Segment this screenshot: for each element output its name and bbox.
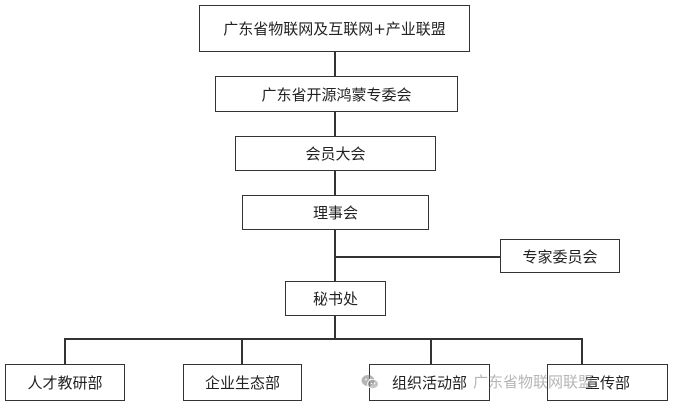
node-activities-dept: 组织活动部 bbox=[369, 364, 490, 401]
connector-drop-publicity bbox=[581, 338, 583, 364]
connector-drop-talent bbox=[64, 338, 66, 364]
connector-committee-assembly bbox=[334, 111, 336, 136]
node-expert-committee: 专家委员会 bbox=[500, 239, 620, 273]
connector-expert-branch bbox=[335, 256, 501, 258]
connector-council-secretariat bbox=[334, 229, 336, 281]
connector-secretariat-bus bbox=[334, 315, 336, 339]
connector-drop-activities bbox=[430, 338, 432, 364]
node-talent-dept: 人才教研部 bbox=[5, 364, 125, 401]
node-council: 理事会 bbox=[242, 195, 429, 230]
node-members-assembly: 会员大会 bbox=[235, 136, 436, 171]
connector-department-bus bbox=[64, 338, 583, 340]
connector-drop-ecosystem bbox=[241, 338, 243, 364]
node-publicity-dept: 宣传部 bbox=[547, 364, 668, 401]
node-secretariat: 秘书处 bbox=[285, 281, 386, 316]
node-committee: 广东省开源鸿蒙专委会 bbox=[215, 76, 458, 112]
node-alliance: 广东省物联网及互联网+产业联盟 bbox=[199, 5, 470, 52]
connector-alliance-committee bbox=[334, 51, 336, 76]
connector-assembly-council bbox=[334, 170, 336, 195]
node-ecosystem-dept: 企业生态部 bbox=[183, 364, 302, 401]
